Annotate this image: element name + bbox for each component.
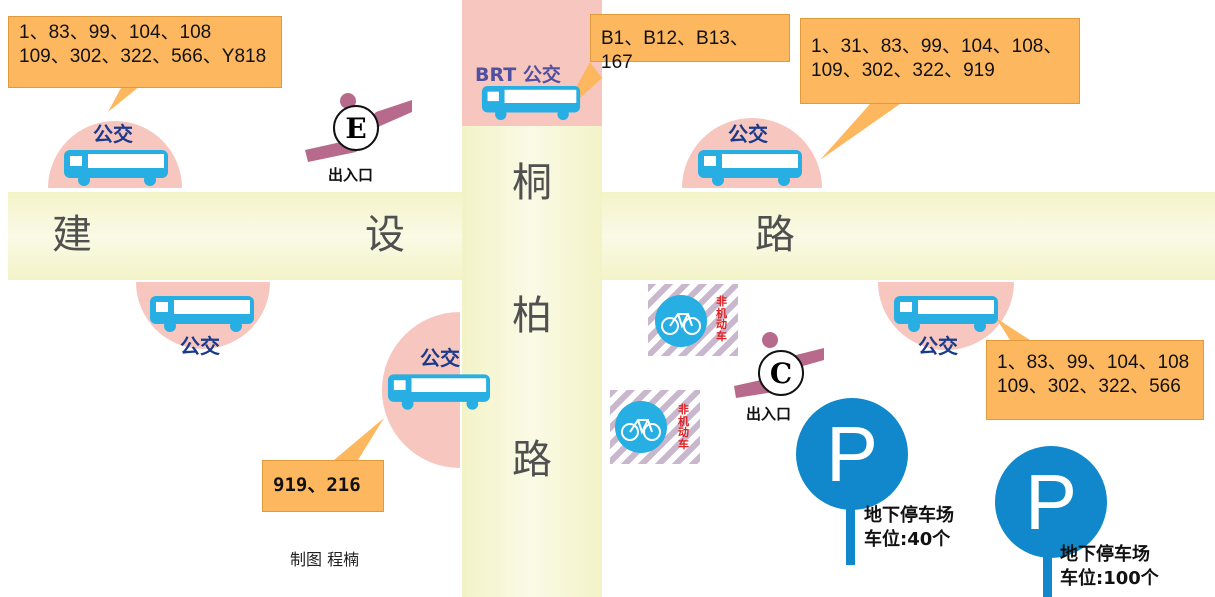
road-char-bai: 柏 (512, 293, 552, 339)
callout-line: 1、83、99、104、108 (997, 352, 1190, 373)
entrance-c-label: 出入口 (746, 405, 792, 423)
bus-stop-label-top-left: 公交 (93, 122, 133, 146)
callout-bottom-right: 1、83、99、104、108 109、302、322、566 (986, 340, 1204, 420)
parking-lot-name: 地下停车场 (864, 505, 954, 526)
bus-icon (481, 86, 581, 120)
parking-letter: P (1024, 457, 1078, 546)
bicycle-icon (615, 401, 667, 453)
jianshe-road (8, 192, 1215, 280)
bike-parking-sign: 非机动车 (610, 390, 700, 464)
callout-line: 919、216 (273, 474, 361, 496)
bike-parking-sign: 非机动车 (648, 284, 738, 356)
parking-lot-2-info: 地下停车场 车位:100个 (1060, 543, 1159, 592)
bus-icon (387, 374, 491, 410)
road-char-lu-h: 路 (755, 212, 795, 258)
road-char-she: 设 (365, 212, 405, 258)
callout-bottom-left: 919、216 (262, 460, 384, 512)
callout-pointer-bottom-right (996, 318, 1030, 340)
callout-line: 109、302、322、919 (811, 59, 995, 81)
entrance-e-letter: E (345, 111, 367, 145)
callout-top-right: 1、31、83、99、104、108、 109、302、322、919 (800, 18, 1080, 104)
callout-line: 109、302、322、566、Y818 (19, 45, 267, 67)
callout-top-left: 1、83、99、104、108 109、302、322、566、Y818 (8, 16, 282, 88)
callout-pointer-top-right (820, 104, 900, 160)
bus-icon (64, 150, 168, 186)
road-char-tong: 桐 (512, 160, 552, 206)
parking-lot-name: 地下停车场 (1060, 544, 1150, 565)
parking-lot-capacity: 车位:100个 (1060, 568, 1159, 590)
road-char-lu-v: 路 (512, 437, 552, 483)
bus-icon (698, 150, 802, 186)
parking-letter: P (825, 409, 879, 498)
entrance-c-letter: C (769, 356, 793, 390)
parking-sign-pole (1043, 556, 1052, 597)
entrance-e-label: 出入口 (328, 166, 374, 184)
bus-stop-label-top-right: 公交 (728, 122, 768, 146)
parking-sign-pole (846, 508, 855, 565)
bus-icon (150, 296, 254, 332)
parking-sign-icon: P (995, 446, 1107, 558)
entrance-c-marker: C (758, 350, 804, 396)
callout-line: 1、31、83、99、104、108、 (811, 36, 1063, 57)
bike-parking-label: 非机动车 (678, 403, 689, 451)
callout-line: B1、B12、B13、167 (601, 28, 749, 73)
map-credit: 制图 程楠 (290, 550, 360, 569)
road-char-jian: 建 (52, 212, 92, 258)
callout-line: 1、83、99、104、108 (19, 22, 212, 43)
bus-stop-label-bottom-left: 公交 (180, 334, 220, 358)
callout-pointer-top-left (108, 86, 140, 112)
parking-sign-icon: P (796, 398, 908, 510)
parking-lot-capacity: 车位:40个 (864, 529, 951, 551)
brt-stop-label: BRT 公交 (475, 64, 561, 86)
bike-parking-label: 非机动车 (716, 295, 727, 343)
callout-line: 109、302、322、566 (997, 375, 1181, 397)
callout-pointer-bottom-left (334, 418, 384, 460)
bicycle-icon (655, 295, 707, 347)
parking-lot-1-info: 地下停车场 车位:40个 (864, 504, 954, 553)
bus-stop-label-middle: 公交 (420, 346, 460, 370)
callout-brt: B1、B12、B13、167 (590, 14, 790, 73)
bus-icon (894, 296, 998, 332)
bus-stop-label-bottom-right: 公交 (918, 334, 958, 358)
entrance-e-marker: E (333, 105, 379, 151)
